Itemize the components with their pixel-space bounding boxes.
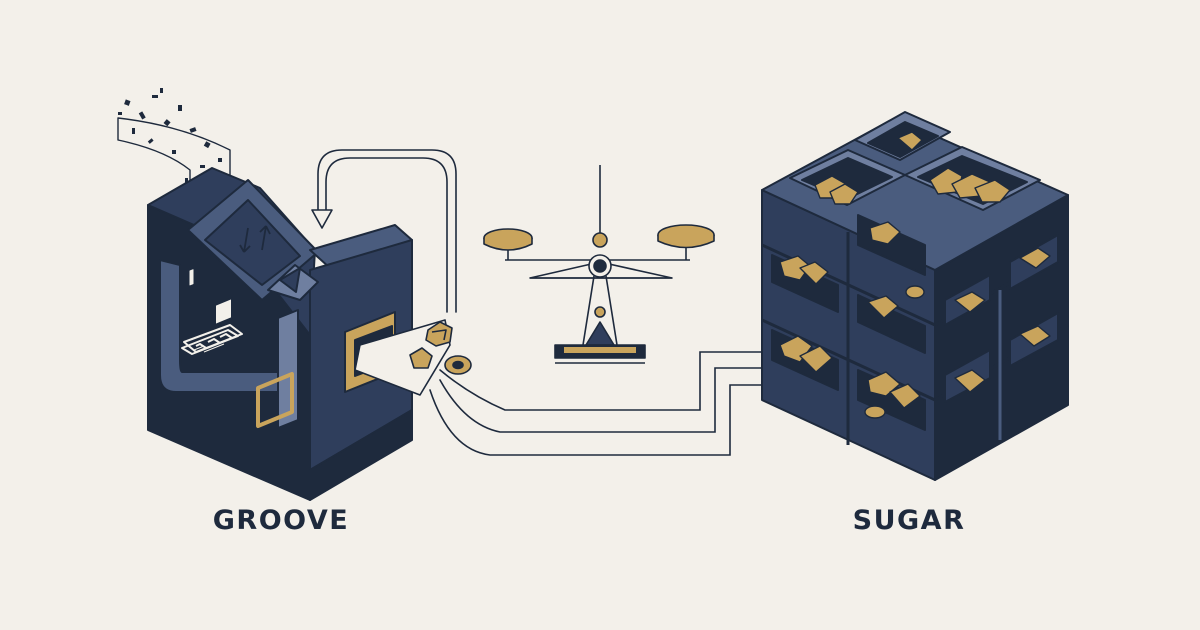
- balance-scale-icon: [483, 165, 715, 364]
- loop-arrow-icon: [311, 209, 333, 229]
- particles: [118, 88, 222, 210]
- control-panel-icon: [256, 372, 294, 428]
- grinder-machine-icon: [117, 88, 451, 501]
- groove-label: GROOVE: [212, 505, 350, 536]
- sugar-label: SUGAR: [852, 505, 966, 536]
- connector-lines: [317, 149, 763, 456]
- gold-nuggets: [409, 321, 472, 375]
- gold-pieces: [779, 131, 1051, 419]
- hopper-arrows-icon: [239, 225, 271, 253]
